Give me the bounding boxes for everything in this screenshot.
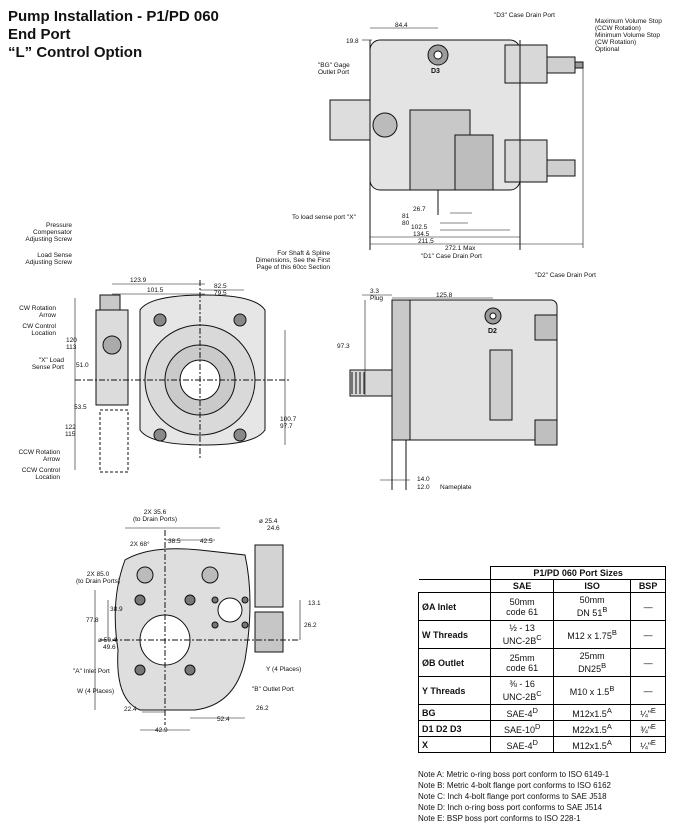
w-places-label: W (4 Places) bbox=[77, 688, 115, 695]
dim-84-4: 84.4 bbox=[395, 22, 408, 29]
col-header-sae: SAE bbox=[490, 579, 554, 593]
dim-26-2-b: 26.2 bbox=[256, 705, 269, 712]
y-places-label: Y (4 Places) bbox=[266, 666, 302, 673]
dim-42-5: 42.5 bbox=[200, 538, 213, 545]
dim-102-5: 102.5 bbox=[411, 224, 428, 231]
dim-2x-68: 2X 68° bbox=[130, 541, 150, 548]
dim-2x-35-6: 2X 35.6(to Drain Ports) bbox=[132, 509, 178, 523]
dim-120: 120 bbox=[66, 337, 77, 344]
dim-82-5: 82.5 bbox=[214, 283, 227, 290]
dim-123-9: 123.9 bbox=[130, 277, 147, 284]
dim-19-8: 19.8 bbox=[346, 38, 359, 45]
note-c: Note C: Inch 4-bolt flange port conforms… bbox=[418, 792, 607, 801]
col-header-iso: ISO bbox=[552, 579, 632, 593]
dim-49-6: 49.6 bbox=[103, 644, 116, 651]
nameplate-label: Nameplate bbox=[440, 484, 472, 491]
min-volume-stop-label: Minimum Volume Stop bbox=[595, 32, 661, 39]
front-view-drawing bbox=[75, 280, 290, 473]
dim-38-9: 38.9 bbox=[110, 606, 123, 613]
page-title: Pump Installation - P1/PD 060 End Port “… bbox=[8, 8, 219, 62]
dim-97-7: 97.7 bbox=[280, 423, 293, 430]
note-e: Note E: BSP boss port conforms to ISO 22… bbox=[418, 814, 581, 823]
d2-case-drain-label: "D2" Case Drain Port bbox=[535, 272, 596, 279]
cw-rotation-label: (CW Rotation) bbox=[595, 39, 637, 46]
ccw-rotation-label: (CCW Rotation) bbox=[595, 25, 641, 32]
to-load-sense-label: To load sense port "X" bbox=[292, 214, 356, 221]
dim-100-7: 100.7 bbox=[280, 416, 297, 423]
port-view-drawing bbox=[100, 530, 300, 725]
top-view-drawing bbox=[329, 39, 584, 250]
table-row: BG SAE-4D M12x1.5A ¼"E bbox=[417, 704, 666, 721]
notes-list: Note A: Metric o-ring boss port conform … bbox=[418, 769, 611, 824]
dim-77-8: 77.8 bbox=[86, 617, 99, 624]
dim-211-5: 211.5 bbox=[418, 238, 434, 245]
title-line-2: End Port bbox=[8, 26, 71, 43]
dim-dia-50-4: ø 50.4 bbox=[98, 637, 117, 644]
dim-272-1: 272.1 Max bbox=[445, 245, 476, 252]
max-volume-stop-label: Maximum Volume Stop bbox=[595, 18, 662, 25]
dim-2x-85-0: 2X 85.0(to Drain Ports) bbox=[75, 571, 121, 585]
dim-53-5: 53.5 bbox=[74, 404, 87, 411]
side-view-drawing bbox=[349, 299, 558, 490]
optional-label: Optional bbox=[595, 46, 620, 53]
dim-52-4: 52.4 bbox=[217, 716, 230, 723]
d3-case-drain-label: "D3" Case Drain Port bbox=[494, 12, 555, 19]
d2-mark: D2 bbox=[488, 328, 497, 335]
title-line-3: “L” Control Option bbox=[8, 44, 143, 61]
dim-125-8: 125.8 bbox=[436, 292, 453, 299]
table-row: X SAE-4D M12x1.5A ¼"E bbox=[417, 736, 666, 753]
note-a: Note A: Metric o-ring boss port conform … bbox=[418, 770, 610, 779]
d1-case-drain-label: "D1" Case Drain Port bbox=[421, 253, 482, 260]
dim-134-5: 134.5 bbox=[413, 231, 430, 238]
dim-113: 113 bbox=[66, 344, 77, 351]
plug-label: Plug bbox=[370, 295, 384, 302]
dim-12-0: 12.0 bbox=[417, 484, 430, 491]
dim-79-5: 79.5 bbox=[214, 290, 227, 297]
dim-dia-25-4: ø 25.4 bbox=[259, 518, 278, 525]
table-row: D1 D2 D3 SAE-10D M22x1.5A ¾"E bbox=[417, 720, 666, 737]
d3-mark: D3 bbox=[431, 68, 440, 75]
dim-24-6: 24.6 bbox=[267, 525, 280, 532]
col-header-bsp: BSP bbox=[630, 579, 666, 593]
port-sizes-table: P1/PD 060 Port Sizes SAE ISO BSP ØA Inle… bbox=[417, 566, 666, 753]
a-inlet-port-label: "A" Inlet Port bbox=[73, 668, 110, 675]
dim-26-2-a: 26.2 bbox=[304, 622, 317, 629]
dim-22-4: 22.4 bbox=[124, 706, 137, 713]
dim-115: 115 bbox=[65, 431, 76, 438]
dim-97-3: 97.3 bbox=[337, 343, 350, 350]
dim-80: 80 bbox=[402, 220, 410, 227]
b-outlet-port-label: "B" Outlet Port bbox=[252, 686, 294, 693]
dim-101-5: 101.5 bbox=[147, 287, 164, 294]
note-d: Note D: Inch o-ring boss port conforms t… bbox=[418, 803, 603, 812]
dim-3-3: 3.3 bbox=[370, 288, 380, 295]
dim-42-9: 42.9 bbox=[155, 727, 168, 734]
dim-122: 122 bbox=[65, 424, 76, 431]
dim-13-1: 13.1 bbox=[308, 600, 321, 607]
dim-14-0: 14.0 bbox=[417, 476, 430, 483]
dim-38-5: 38.5 bbox=[168, 538, 181, 545]
dim-81: 81 bbox=[402, 213, 410, 220]
port-table-title: P1/PD 060 Port Sizes bbox=[490, 566, 666, 580]
dim-26-7: 26.7 bbox=[413, 206, 426, 213]
dim-51-0: 51.0 bbox=[76, 362, 89, 369]
title-line-1: Pump Installation - P1/PD 060 bbox=[8, 8, 219, 25]
note-b: Note B: Metric 4-bolt flange port confor… bbox=[418, 781, 611, 790]
